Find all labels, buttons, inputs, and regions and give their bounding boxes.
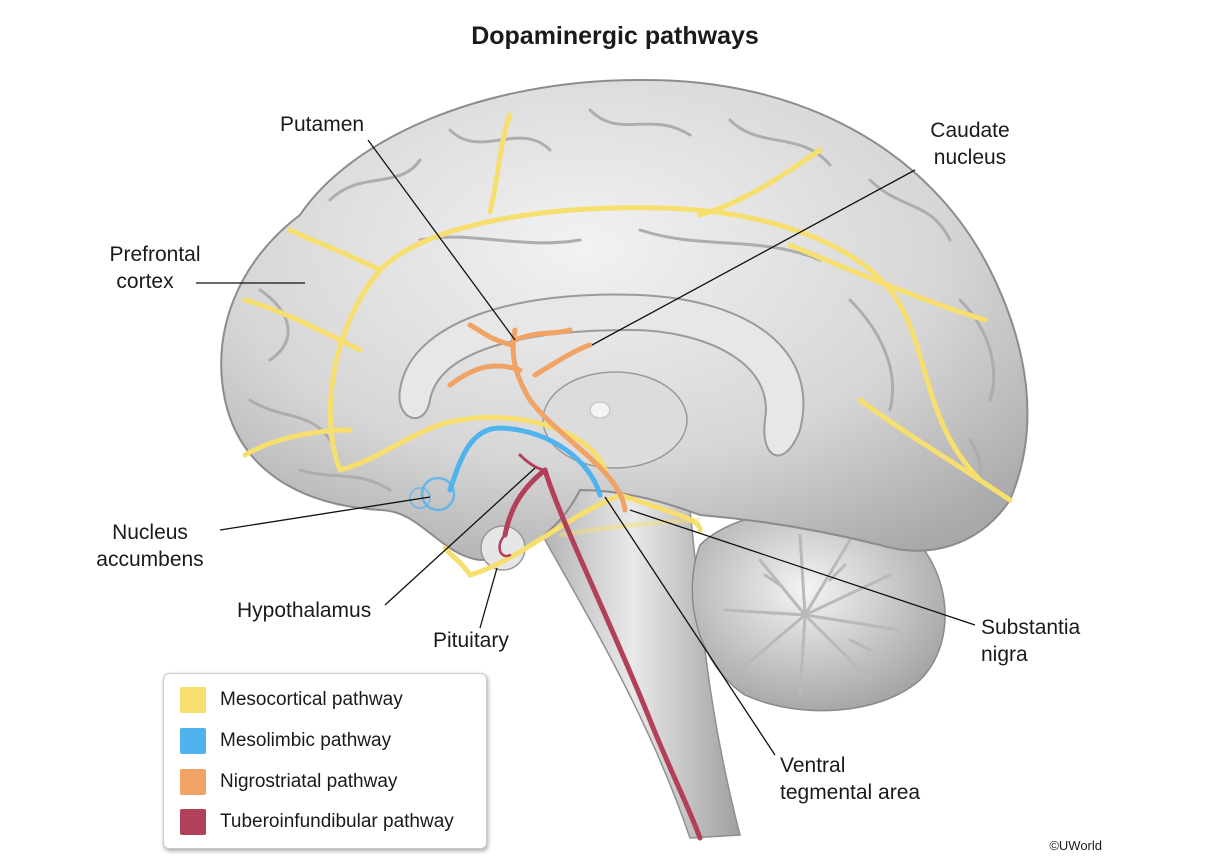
- cerebellum-arbor: [723, 533, 902, 697]
- label-hypothalamus: Hypothalamus: [237, 599, 372, 622]
- legend-swatch: [180, 769, 206, 795]
- label-pituitary: Pituitary: [433, 629, 509, 652]
- legend-swatch: [180, 687, 206, 713]
- nigrostriatal-pathway: [447, 322, 628, 513]
- legend-label: Nigrostriatal pathway: [220, 771, 398, 792]
- thalamus: [542, 371, 688, 469]
- legend-item-tuberoinfundibular: Tuberoinfundibular pathway: [180, 809, 454, 835]
- legend-item-mesocortical: Mesocortical pathway: [180, 687, 403, 713]
- legend-swatch: [180, 728, 206, 754]
- tuberoinfundibular-pathway: [498, 453, 703, 841]
- label-nucleus-accumbens: Nucleus accumbens: [96, 521, 204, 571]
- legend-label: Tuberoinfundibular pathway: [220, 811, 454, 832]
- corpus-callosum: [398, 293, 805, 457]
- mesocortical-pathway: [242, 112, 1013, 578]
- mesolimbic-pathway: [409, 425, 603, 512]
- legend-item-mesolimbic: Mesolimbic pathway: [180, 728, 391, 754]
- legend-item-nigrostriatal: Nigrostriatal pathway: [180, 769, 397, 795]
- label-substantia-nigra: Substantia nigra: [981, 616, 1081, 666]
- diagram-title: Dopaminergic pathways: [471, 22, 759, 50]
- label-putamen: Putamen: [280, 113, 365, 136]
- label-caudate-nucleus: Caudate nucleus: [930, 119, 1010, 169]
- copyright-notice: ©UWorld: [1049, 838, 1102, 853]
- label-ventral-tegmental-area: Ventral tegmental area: [780, 754, 921, 804]
- leader-lines: [196, 139, 976, 756]
- label-prefrontal-cortex: Prefrontal cortex: [109, 243, 201, 293]
- legend-label: Mesolimbic pathway: [220, 730, 392, 751]
- legend-swatch: [180, 809, 206, 835]
- legend-label: Mesocortical pathway: [220, 689, 403, 710]
- gyri-folds: [248, 108, 996, 522]
- legend: Mesocortical pathway Mesolimbic pathway …: [163, 673, 487, 849]
